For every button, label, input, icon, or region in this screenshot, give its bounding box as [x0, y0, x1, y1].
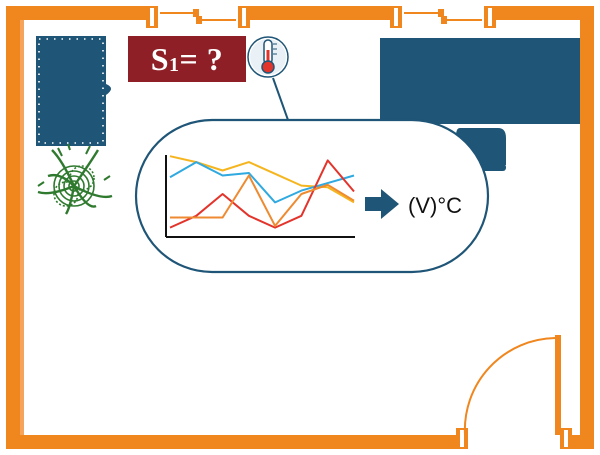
sensor-index: 1: [169, 53, 180, 76]
window-right: [390, 6, 496, 28]
arrow-right-icon: [365, 189, 399, 219]
window-left: [146, 6, 250, 28]
wall-left: [6, 6, 20, 449]
series-line-2: [169, 161, 355, 204]
thermometer-icon: [247, 36, 289, 78]
series-line-4: [170, 174, 355, 227]
door: [456, 335, 572, 449]
wall-bottom-right: [568, 435, 594, 449]
wall-top-left: [6, 6, 146, 20]
series-line-3: [169, 159, 355, 229]
wall-inner-left-edge: [20, 20, 24, 435]
wall-bottom-left: [6, 435, 458, 449]
wall-top-right: [496, 6, 594, 20]
connector-line: [272, 77, 289, 121]
sensor-name: S: [150, 40, 170, 77]
chart-bubble: [134, 118, 490, 274]
output-unit: (V)°C: [408, 193, 463, 218]
chart-plot-area: [169, 155, 355, 229]
plant: [37, 143, 113, 215]
door-leaf: [555, 335, 561, 435]
walls: [6, 6, 594, 449]
sensor-suffix: = ?: [179, 40, 224, 77]
door-swing-arc: [463, 337, 556, 436]
desk: [380, 38, 580, 124]
chart-axes: [165, 155, 355, 238]
wall-top-middle: [250, 6, 390, 20]
bed: [36, 36, 111, 146]
wall-right: [580, 6, 594, 449]
